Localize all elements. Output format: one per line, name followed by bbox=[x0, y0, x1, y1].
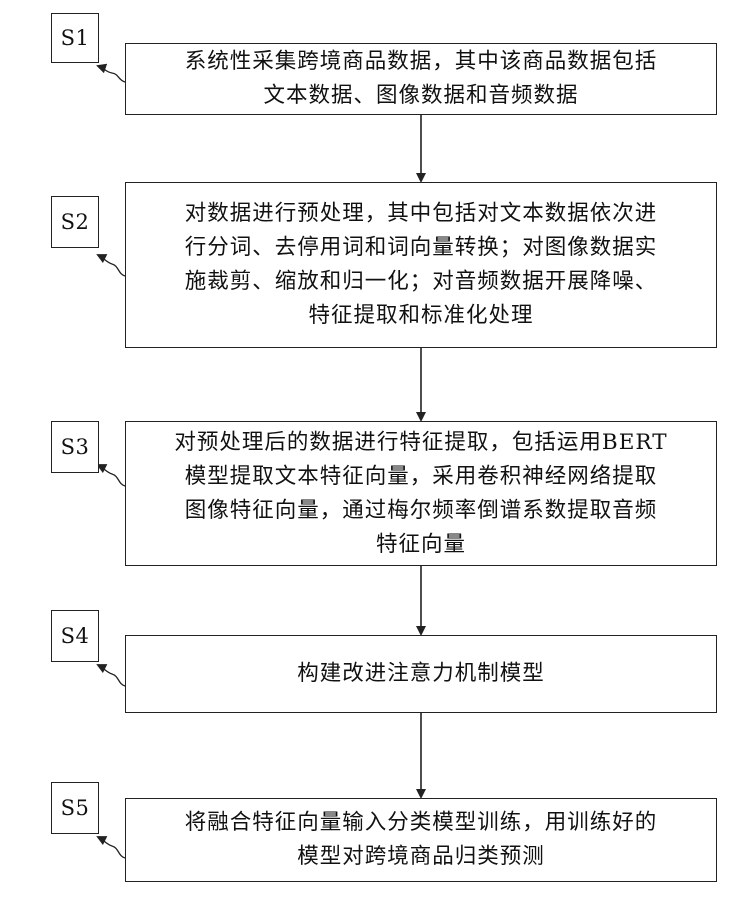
step-label-s3: S3 bbox=[51, 421, 99, 473]
leader-s1 bbox=[98, 66, 125, 82]
step-label-s4: S4 bbox=[51, 610, 99, 662]
step-text-s3: 对预处理后的数据进行特征提取，包括运用BERT 模型提取文本特征向量，采用卷积神… bbox=[174, 426, 667, 562]
step-box-s4: 构建改进注意力机制模型 bbox=[125, 635, 717, 713]
step-text-s4: 构建改进注意力机制模型 bbox=[297, 657, 545, 691]
leader-s3 bbox=[98, 465, 125, 486]
step-text-s2: 对数据进行预处理，其中包括对文本数据依次进 行分词、去停用词和词向量转换；对图像… bbox=[185, 197, 658, 333]
step-box-s2: 对数据进行预处理，其中包括对文本数据依次进 行分词、去停用词和词向量转换；对图像… bbox=[125, 182, 717, 348]
step-label-s1: S1 bbox=[51, 13, 99, 63]
step-text-s5: 将融合特征向量输入分类模型训练，用训练好的 模型对跨境商品归类预测 bbox=[185, 806, 658, 874]
step-text-s1: 系统性采集跨境商品数据，其中该商品数据包括 文本数据、图像数据和音频数据 bbox=[185, 45, 658, 113]
leader-s2 bbox=[98, 255, 125, 276]
step-box-s3: 对预处理后的数据进行特征提取，包括运用BERT 模型提取文本特征向量，采用卷积神… bbox=[125, 421, 717, 566]
leader-s5 bbox=[98, 837, 125, 858]
step-label-s5: S5 bbox=[51, 782, 99, 834]
step-label-s2: S2 bbox=[51, 196, 99, 248]
leader-s4 bbox=[98, 665, 125, 686]
step-box-s1: 系统性采集跨境商品数据，其中该商品数据包括 文本数据、图像数据和音频数据 bbox=[125, 43, 717, 115]
step-box-s5: 将融合特征向量输入分类模型训练，用训练好的 模型对跨境商品归类预测 bbox=[125, 798, 717, 882]
